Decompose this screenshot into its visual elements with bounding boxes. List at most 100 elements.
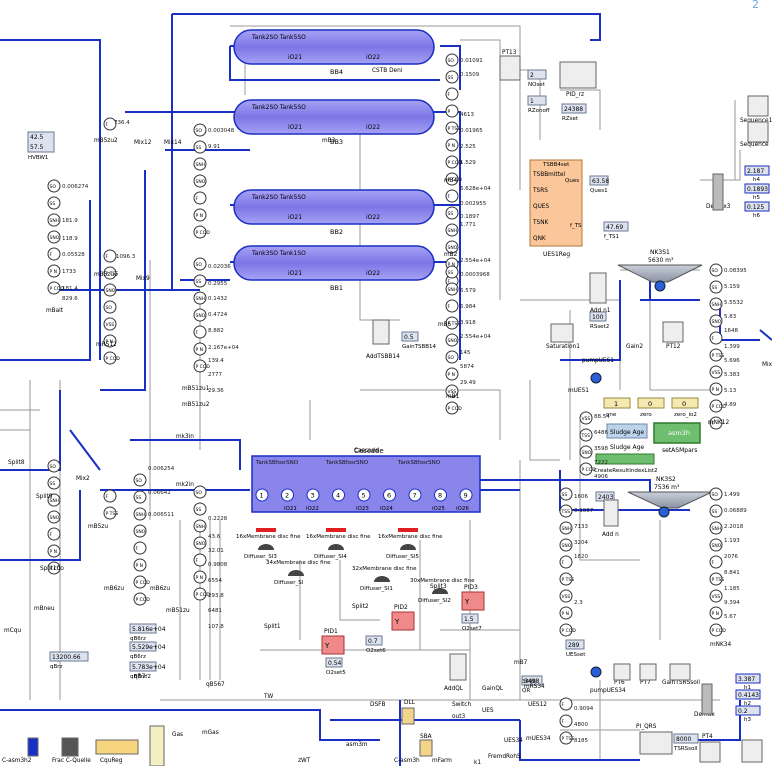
diffuser-icon[interactable] [288,570,304,576]
saturation-block[interactable] [550,323,574,343]
sensor-circle[interactable] [559,731,573,745]
sensor-circle[interactable] [559,589,573,603]
pid-body[interactable] [461,591,485,611]
sensor-circle[interactable] [193,553,207,567]
sensor-circle[interactable] [193,587,207,601]
sensor-circle[interactable] [709,572,723,586]
sensor-circle[interactable] [133,592,147,606]
sensor-circle[interactable] [193,274,207,288]
asm-param-box[interactable] [653,422,701,444]
sensor-circle[interactable] [47,510,61,524]
sensor-circle[interactable] [47,281,61,295]
sensor-circle[interactable] [103,334,117,348]
sensor-circle[interactable] [709,487,723,501]
basin-body[interactable] [233,29,435,65]
sensor-circle[interactable] [559,504,573,518]
pt6-block[interactable] [613,663,631,681]
cascade-body[interactable] [251,455,481,513]
sensor-circle[interactable] [133,473,147,487]
sensor-circle[interactable] [103,506,117,520]
cascade-stage-1[interactable] [255,488,269,502]
sba-block[interactable] [419,739,433,757]
demux-block[interactable] [701,683,713,715]
sensor-circle[interactable] [193,257,207,271]
cascade-stage-5[interactable] [357,488,371,502]
sensor-circle[interactable] [709,331,723,345]
addql-block[interactable] [449,653,467,681]
sensor-circle[interactable] [103,300,117,314]
addtsbb14-block[interactable] [372,319,390,345]
sensor-circle[interactable] [47,527,61,541]
sensor-circle[interactable] [193,325,207,339]
sensor-circle[interactable] [445,223,459,237]
sensor-circle[interactable] [193,519,207,533]
sensor-circle[interactable] [47,493,61,507]
sensor-circle[interactable] [193,308,207,322]
sensor-circle[interactable] [709,314,723,328]
dll-block[interactable] [401,707,415,725]
sensor-circle[interactable] [445,299,459,313]
sensor-circle[interactable] [445,384,459,398]
sensor-circle[interactable] [103,266,117,280]
cqureg-block[interactable] [95,739,139,755]
sensor-circle[interactable] [103,117,117,131]
sensor-circle[interactable] [193,140,207,154]
pid-rz-block[interactable] [559,61,597,89]
const-box[interactable] [603,397,631,409]
sensor-circle[interactable] [193,191,207,205]
pt4-block[interactable] [699,741,721,763]
sensor-circle[interactable] [47,247,61,261]
sensor-circle[interactable] [445,333,459,347]
sensor-circle[interactable] [559,623,573,637]
sensor-circle[interactable] [133,558,147,572]
sensor-circle[interactable] [47,196,61,210]
sensor-circle[interactable] [445,70,459,84]
sensor-circle[interactable] [47,264,61,278]
sensor-circle[interactable] [709,623,723,637]
sensor-circle[interactable] [47,459,61,473]
pid-body[interactable] [391,611,415,631]
sensor-circle[interactable] [445,121,459,135]
sensor-circle[interactable] [445,316,459,330]
pt13-block[interactable] [499,55,521,81]
sequence1-block[interactable] [747,95,769,117]
pump-ues1-icon[interactable] [590,372,602,384]
sensor-circle[interactable] [559,555,573,569]
sensor-circle[interactable] [709,589,723,603]
sensor-circle[interactable] [579,445,593,459]
pt12-block[interactable] [662,321,684,343]
sensor-circle[interactable] [445,206,459,220]
sensor-circle[interactable] [445,282,459,296]
sensor-circle[interactable] [709,280,723,294]
sensor-circle[interactable] [445,367,459,381]
sensor-circle[interactable] [709,606,723,620]
sensor-circle[interactable] [445,138,459,152]
sensor-circle[interactable] [193,570,207,584]
sensor-circle[interactable] [579,462,593,476]
sensor-circle[interactable] [559,521,573,535]
sensor-circle[interactable] [193,225,207,239]
sensor-circle[interactable] [103,351,117,365]
sensor-circle[interactable] [47,544,61,558]
sensor-circle[interactable] [193,342,207,356]
sensor-circle[interactable] [559,538,573,552]
sensor-circle[interactable] [445,104,459,118]
cascade-stage-4[interactable] [332,488,345,502]
sensor-circle[interactable] [193,174,207,188]
sensor-circle[interactable] [133,507,147,521]
const-box[interactable] [637,397,665,409]
sensor-circle[interactable] [445,87,459,101]
sensor-circle[interactable] [445,172,459,186]
pump-ues34-icon[interactable] [590,666,602,678]
nk3s1-body[interactable] [617,264,703,283]
sensor-circle[interactable] [579,428,593,442]
sensor-circle[interactable] [559,606,573,620]
switch-bank-block[interactable] [149,725,165,766]
sensor-circle[interactable] [47,213,61,227]
sensor-circle[interactable] [133,541,147,555]
sensor-circle[interactable] [193,123,207,137]
sensor-circle[interactable] [103,317,117,331]
add-n-block[interactable] [603,499,619,527]
sensor-circle[interactable] [47,476,61,490]
sensor-circle[interactable] [193,291,207,305]
